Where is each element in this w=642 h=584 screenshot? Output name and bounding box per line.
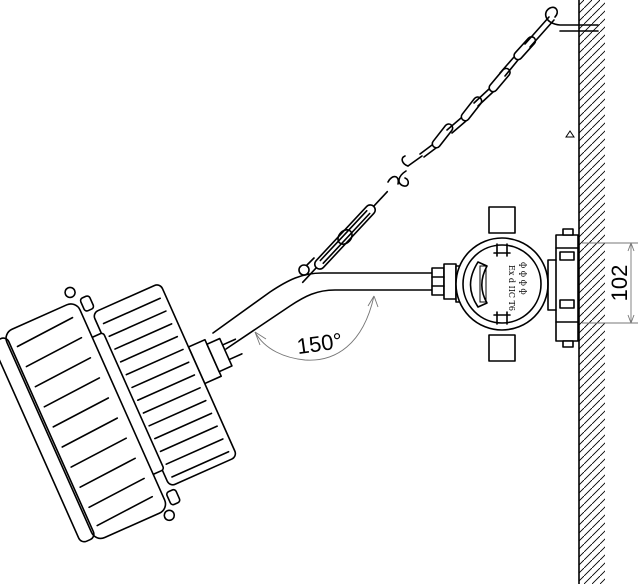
lens-ribs: [16, 316, 154, 527]
junction-box: Ex d IIC T6 ф ф ф ф: [455, 206, 549, 362]
dimension-label: 102: [607, 265, 632, 302]
box-marking-line-2: ф ф ф ф: [519, 262, 528, 295]
dimension-102: 102: [582, 242, 638, 324]
wall: [578, 0, 605, 584]
wall-mount-bracket: [547, 130, 579, 348]
angle-label: 150°: [295, 328, 344, 359]
turnbuckle: [301, 190, 389, 284]
chain-assembly: [298, 6, 599, 284]
chain-links: [407, 16, 555, 167]
arm-eye-ring: [298, 264, 310, 276]
box-marking-line-1: Ex d IIC T6: [507, 265, 516, 311]
angle-annotation: 150°: [254, 295, 379, 361]
heat-sink-fins: [102, 297, 230, 478]
s-hook: [387, 155, 410, 187]
junction-box-window: [469, 261, 488, 308]
wall-anchor-hook: [544, 6, 599, 32]
flood-light: [0, 284, 243, 543]
